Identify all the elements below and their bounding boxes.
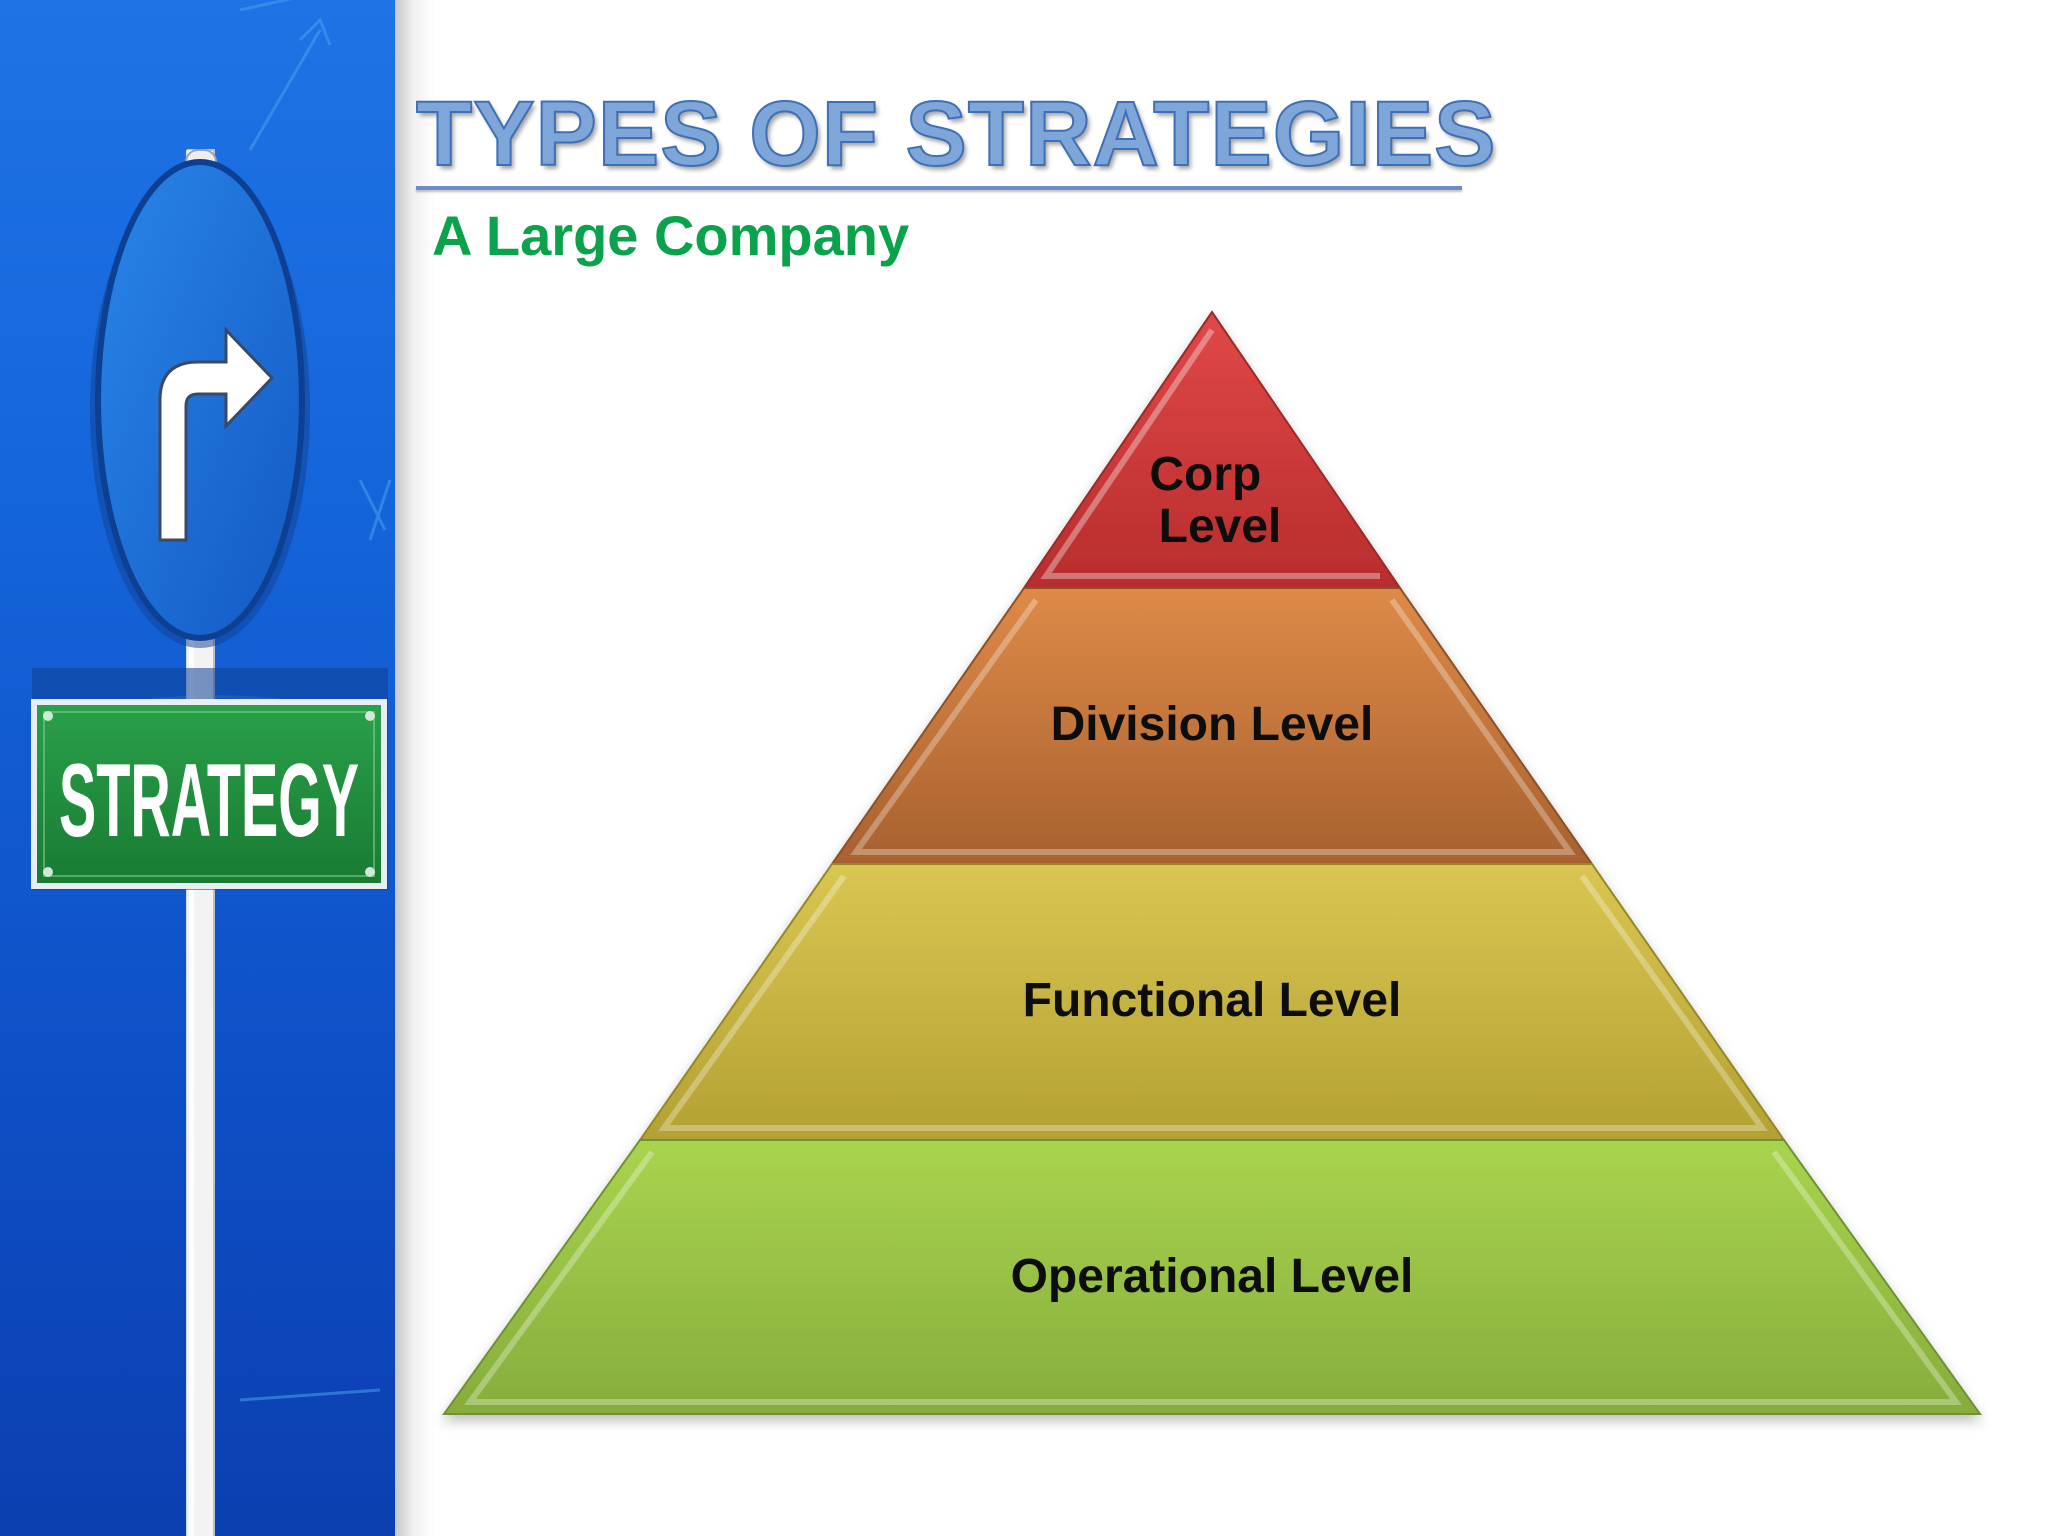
pyramid-tier-division: Division Level [830,587,1594,865]
strategy-road-sign: STRATEGY [31,668,388,890]
slide-title: TYPES OF STRATEGIES [415,83,1497,185]
sign-text: STRATEGY [59,743,359,859]
tier-operational-label: Operational Level [1011,1250,1414,1303]
sidebar-image-panel: STRATEGY [0,0,395,1536]
tier-functional-label: Functional Level [1023,974,1402,1027]
svg-text:Corp Level: Corp Level [1149,448,1281,553]
strategy-sign-illustration: STRATEGY [31,0,392,1536]
background-sketch-lines [149,0,392,1402]
tier-division-label: Division Level [1051,698,1374,751]
right-turn-arrow-icon [158,326,275,542]
pyramid-tier-operational: Operational Level [442,1139,1982,1415]
turn-right-sign [90,159,310,648]
pyramid-tier-corp: Corp Level [1022,310,1402,589]
pyramid-tier-functional: Functional Level [638,863,1786,1141]
slide-subtitle: A Large Company [432,204,910,267]
tier-corp-label-line1: Corp [1149,448,1261,501]
sidebar-shadow [395,0,435,1536]
tier-corp-label-line2: Level [1159,500,1282,553]
title-underline [416,186,1462,190]
